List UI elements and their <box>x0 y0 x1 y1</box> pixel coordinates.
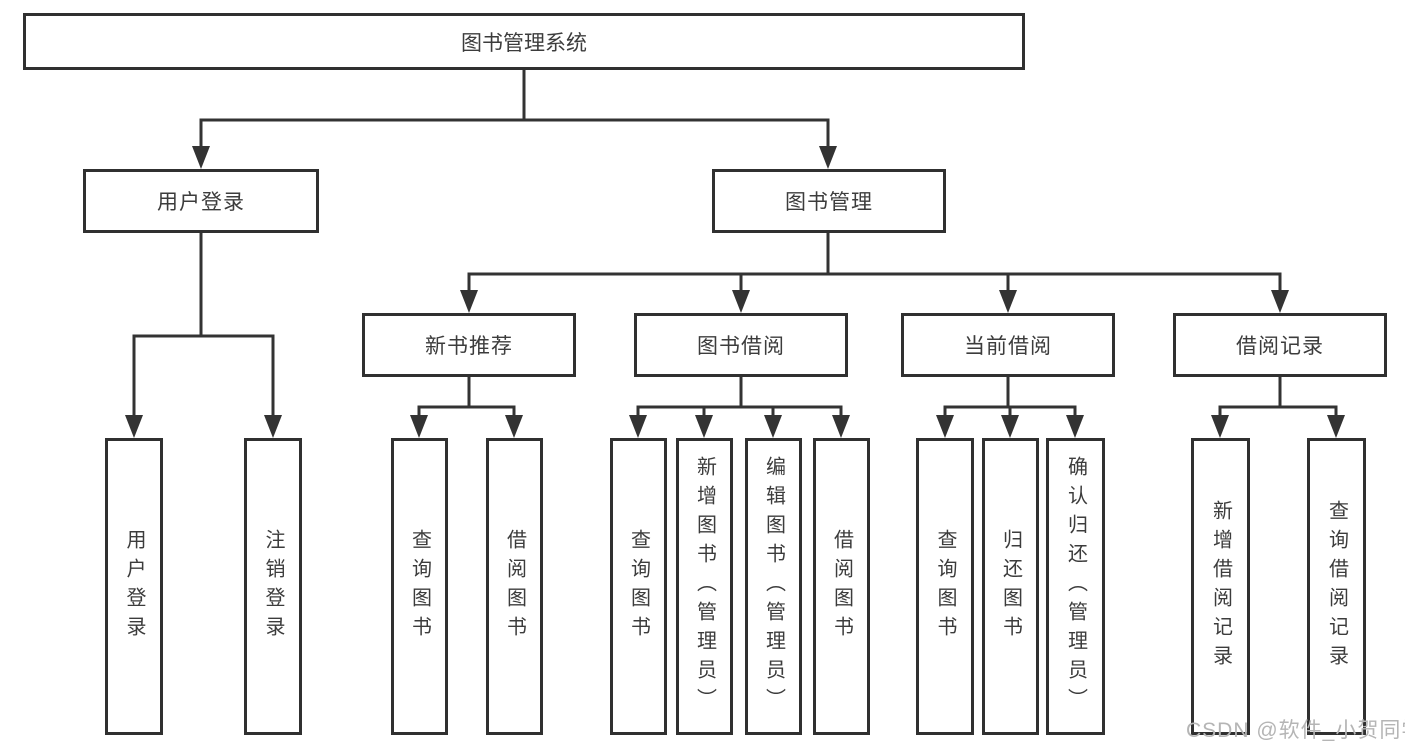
node-label: 借阅图书 <box>503 528 526 645</box>
node-label: 图书管理 <box>785 191 873 214</box>
node-label: 当前借阅 <box>964 335 1052 358</box>
edge-current-to-leaves <box>943 376 1077 418</box>
csdn-watermark: CSDN @软件_小贺同学 <box>1186 719 1405 742</box>
node-label: 注销登录 <box>262 528 284 645</box>
node-root-label: 图书管理系统 <box>461 31 587 55</box>
leaf-add-borrow-record: 新增借阅记录 <box>1191 438 1250 735</box>
leaf-add-book-admin: 新增图书（管理员） <box>676 438 733 735</box>
node-new-book-rec: 新书推荐 <box>362 313 576 377</box>
node-label: 查询借阅记录 <box>1325 499 1348 674</box>
node-current-borrow: 当前借阅 <box>901 313 1115 377</box>
node-label: 新书推荐 <box>425 335 513 358</box>
node-label: 新增图书（管理员） <box>693 456 716 717</box>
edge-root-to-level2 <box>199 69 830 148</box>
node-label: 归还图书 <box>999 528 1022 645</box>
leaf-confirm-return-admin: 确认归还（管理员） <box>1046 438 1105 735</box>
edge-records-to-leaves <box>1218 376 1338 418</box>
leaf-user-login: 用户登录 <box>105 438 163 735</box>
node-label: 用户登录 <box>123 528 145 645</box>
leaf-logout: 注销登录 <box>244 438 302 735</box>
node-borrow-records: 借阅记录 <box>1173 313 1387 377</box>
leaf-return-book: 归还图书 <box>982 438 1039 735</box>
leaf-borrow-book-2: 借阅图书 <box>813 438 870 735</box>
edge-bookmgmt-to-level3 <box>467 232 1282 292</box>
leaf-query-book-2: 查询图书 <box>610 438 667 735</box>
leaf-query-book-3: 查询图书 <box>916 438 974 735</box>
leaf-query-borrow-record: 查询借阅记录 <box>1307 438 1366 735</box>
node-label: 查询图书 <box>627 528 650 645</box>
node-label: 查询图书 <box>934 528 956 645</box>
edge-borrow-to-leaves <box>636 376 843 418</box>
node-label: 用户登录 <box>157 191 245 214</box>
node-label: 编辑图书（管理员） <box>762 456 785 717</box>
node-label: 借阅记录 <box>1236 335 1324 358</box>
edge-userlogin-to-leaves <box>132 232 275 418</box>
node-label: 查询图书 <box>408 528 431 645</box>
leaf-borrow-book-1: 借阅图书 <box>486 438 543 735</box>
node-book-mgmt: 图书管理 <box>712 169 946 233</box>
node-label: 借阅图书 <box>830 528 853 645</box>
node-label: 新增借阅记录 <box>1209 499 1232 674</box>
node-book-borrow: 图书借阅 <box>634 313 848 377</box>
node-user-login: 用户登录 <box>83 169 319 233</box>
node-label: 图书借阅 <box>697 335 785 358</box>
node-label: 确认归还（管理员） <box>1064 456 1087 717</box>
leaf-edit-book-admin: 编辑图书（管理员） <box>745 438 802 735</box>
leaf-query-book-1: 查询图书 <box>391 438 448 735</box>
node-root: 图书管理系统 <box>23 13 1025 70</box>
edge-newbook-to-leaves <box>417 376 516 418</box>
